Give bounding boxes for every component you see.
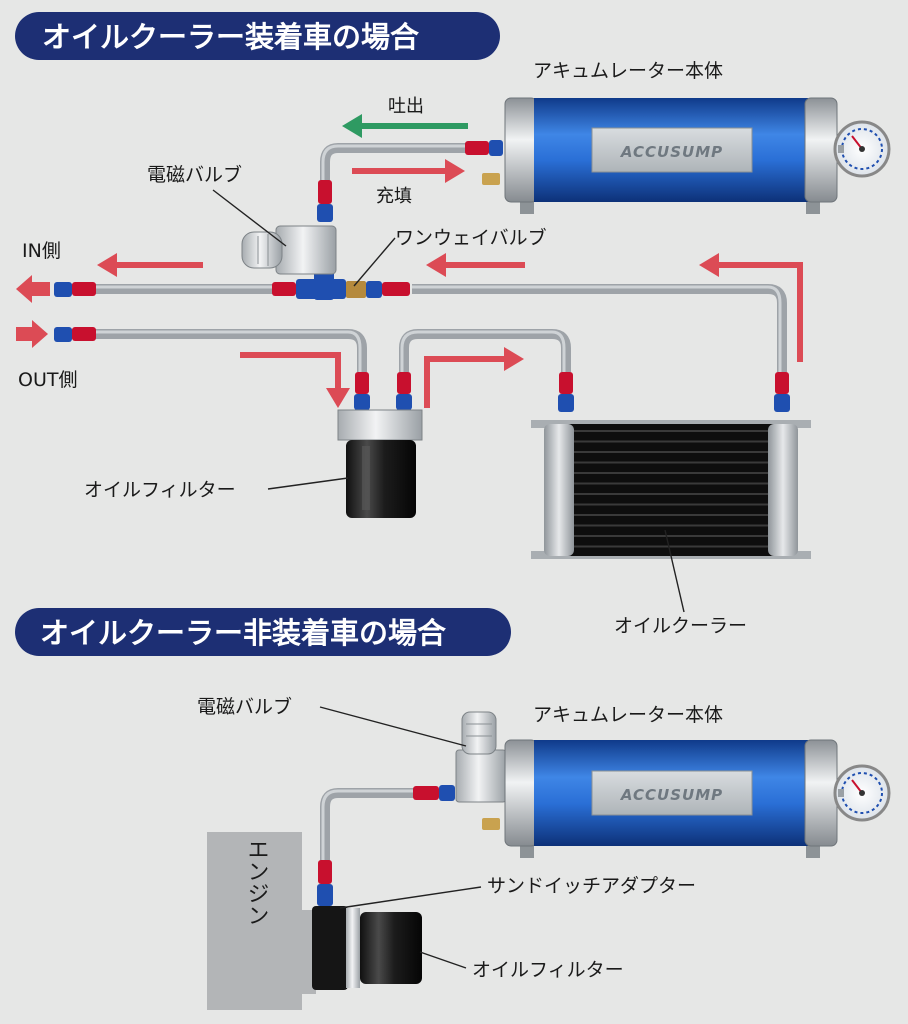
cooler-fin-line <box>556 503 786 506</box>
cooler-fin-line <box>556 472 786 474</box>
hoses-without-cooler <box>320 788 420 870</box>
leader-lines-1 <box>212 189 685 613</box>
labels-without-cooler: 電磁バルブ アキュムレーター本体 サンドイッチアダプター オイルフィルター <box>197 695 723 981</box>
labels-with-cooler: アキュムレーター本体 吐出 充填 電磁バルブ ワンウェイバルブ IN側 OUT側… <box>18 60 747 637</box>
label-out-side: OUT側 <box>18 369 77 391</box>
label-in-side: IN側 <box>22 240 61 262</box>
label-accumulator-1: アキュムレーター本体 <box>533 60 723 82</box>
accumulator-2: ACCUSUMP <box>504 739 891 858</box>
label-one-way-valve: ワンウェイバルブ <box>395 226 547 249</box>
arrow-discharge <box>342 114 468 138</box>
label-sandwich-adapter: サンドイッチアダプター <box>487 875 696 897</box>
title-with-cooler: オイルクーラー装着車の場合 <box>42 20 419 54</box>
leader-lines-2 <box>319 706 482 969</box>
cooler-fin-line <box>556 430 786 432</box>
cooler-fin-line <box>556 461 786 464</box>
solenoid-valve-2 <box>455 711 507 803</box>
title-banner-without-cooler: オイルクーラー非装着車の場合 <box>15 608 511 656</box>
arrow-cooler-up <box>699 253 803 362</box>
cooler-fin-line <box>556 493 786 495</box>
fittings-with-cooler <box>54 140 790 412</box>
label-solenoid-valve-2: 電磁バルブ <box>197 695 292 718</box>
oil-filter-1 <box>337 409 423 518</box>
sandwich-adapter <box>312 906 348 990</box>
arrow-in-side <box>16 275 50 303</box>
accumulator-1: ACCUSUMP <box>504 97 891 214</box>
cooler-fin-line <box>556 535 786 537</box>
flow-arrows-1 <box>16 114 803 408</box>
cooler-fin-line <box>556 482 786 485</box>
arrow-in-main <box>97 253 203 277</box>
accusump-brand-1: ACCUSUMP <box>620 143 723 161</box>
cooler-fin-line <box>556 451 786 453</box>
arrow-to-cooler <box>424 347 524 408</box>
label-oil-filter-2: オイルフィルター <box>472 959 624 981</box>
title-banner-with-cooler: オイルクーラー装着車の場合 <box>15 12 500 60</box>
arrow-charge <box>352 159 465 183</box>
cooler-fin-line <box>556 514 786 516</box>
arrow-return <box>426 253 525 277</box>
label-oil-cooler: オイルクーラー <box>614 615 747 637</box>
engine-label: エンジン <box>244 838 269 926</box>
oil-cooler <box>531 420 811 559</box>
arrow-out-side <box>16 320 48 348</box>
oil-filter-2 <box>346 908 422 988</box>
cooler-fins <box>556 430 786 548</box>
title-without-cooler: オイルクーラー非装着車の場合 <box>40 616 446 650</box>
label-charge: 充填 <box>376 186 412 207</box>
solenoid-valve-1 <box>241 225 337 275</box>
label-discharge: 吐出 <box>388 96 424 117</box>
label-oil-filter-1: オイルフィルター <box>84 479 236 501</box>
label-accumulator-2: アキュムレーター本体 <box>533 704 723 726</box>
label-solenoid-valve-1: 電磁バルブ <box>147 163 242 186</box>
cooler-fin-line <box>556 524 786 527</box>
cooler-fin-line <box>556 440 786 443</box>
engine-block: エンジン <box>207 832 316 1010</box>
arrow-to-filter <box>240 352 350 408</box>
fittings-without-cooler <box>317 785 500 906</box>
accusump-brand-2: ACCUSUMP <box>620 786 723 804</box>
cooler-fin-line <box>556 545 786 548</box>
